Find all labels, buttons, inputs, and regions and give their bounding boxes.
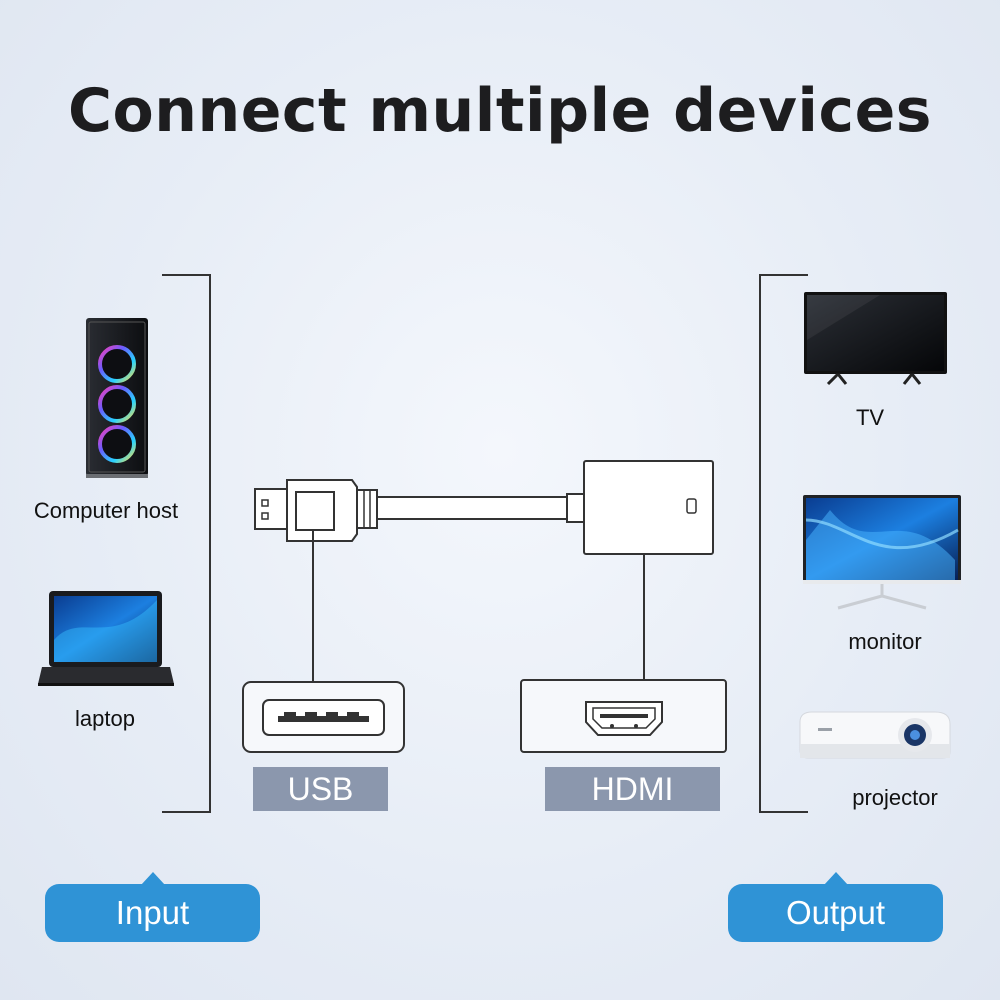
device-label-projector: projector <box>852 785 938 810</box>
hdmi-port-icon <box>520 679 727 753</box>
device-label-laptop: laptop <box>75 706 135 731</box>
input-button-label: Input <box>115 894 190 931</box>
output-pointer-icon <box>824 872 848 885</box>
usb-to-hdmi-adapter <box>254 460 714 555</box>
input-button[interactable]: Input <box>45 872 260 942</box>
device-label-monitor: monitor <box>848 629 922 654</box>
device-label-computer-host: Computer host <box>33 498 179 523</box>
projector-icon <box>799 711 951 759</box>
output-button-label: Output <box>785 894 886 931</box>
usb-port-icon <box>242 681 405 753</box>
usb-port-label: USB <box>253 767 388 811</box>
device-label-tv: TV <box>855 405 885 430</box>
computer-tower-icon <box>86 318 148 478</box>
output-button[interactable]: Output <box>728 872 943 942</box>
input-bracket <box>162 274 211 813</box>
page-title: Connect multiple devices <box>68 76 932 146</box>
tv-icon <box>804 292 947 386</box>
hdmi-port-label: HDMI <box>545 767 720 811</box>
output-bracket <box>759 274 808 813</box>
laptop-icon <box>38 591 174 686</box>
monitor-icon <box>803 495 961 610</box>
input-pointer-icon <box>141 872 165 885</box>
